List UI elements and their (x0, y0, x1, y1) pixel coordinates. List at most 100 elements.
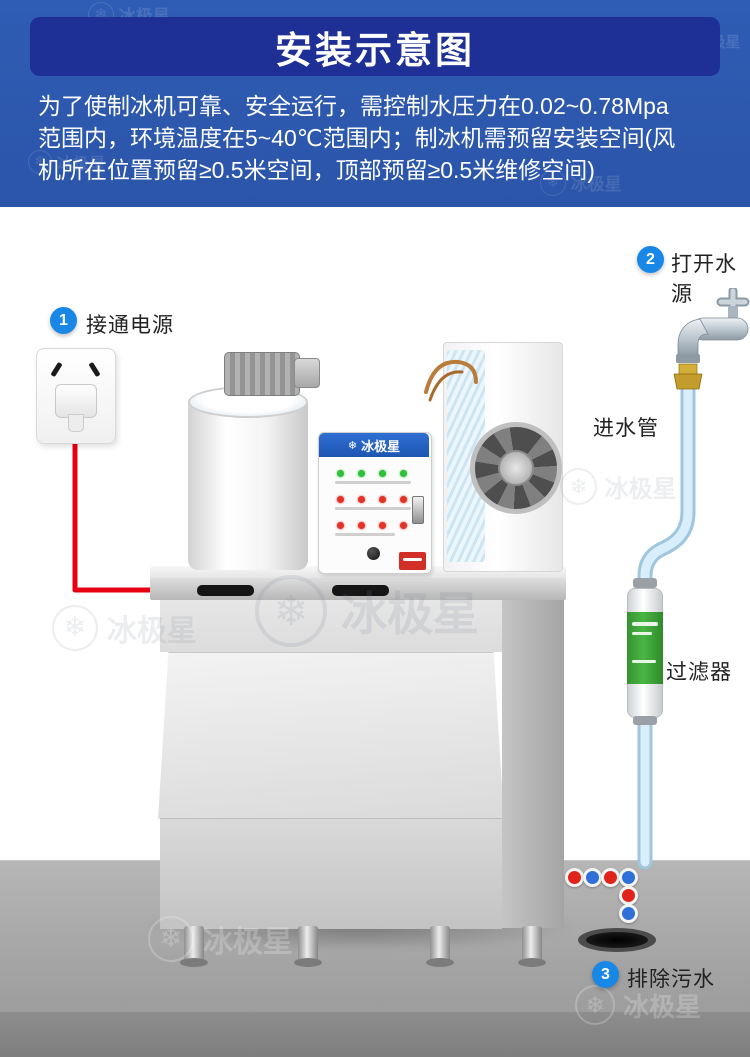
page-title: 安装示意图 (275, 29, 475, 71)
machine-leg (522, 926, 542, 962)
filter-top-cap (633, 578, 657, 588)
power-plug (55, 384, 97, 418)
machine-foot (180, 958, 208, 967)
filter-text-decor (632, 632, 652, 635)
brand-watermark: ❄ 冰极星 (52, 605, 197, 651)
brand-watermark: ❄ 冰极星 (28, 150, 106, 175)
drain-pipe-bead (619, 904, 638, 923)
snowflake-icon: ❄ (560, 468, 598, 506)
drain-hole (586, 932, 648, 948)
drain-pipe-bead (619, 868, 638, 887)
header-panel: ❄ 冰极星 ❄ 冰极星 ❄ 冰极星 ❄ 冰极星 ❄ 冰极星 安装示意图 为了使制… (0, 0, 750, 207)
panel-text-decor (335, 507, 411, 510)
control-knob (367, 547, 380, 560)
filter-text-decor (632, 660, 656, 663)
indicator-light-red (400, 496, 407, 503)
faucet-mouth (676, 354, 700, 363)
snowflake-icon: ❄ (540, 170, 566, 196)
brand-name: 冰极星 (361, 438, 401, 454)
title-banner: 安装示意图 (30, 17, 720, 76)
snowflake-icon: ❄ (347, 439, 358, 452)
indicator-light-green (337, 470, 344, 477)
indicator-light-red (337, 522, 344, 529)
watermark-text: 冰极星 (570, 175, 622, 195)
tabletop-vent-slot (197, 585, 254, 596)
snowflake-glyph: ❄ (546, 174, 560, 192)
indicator-light-red (379, 522, 386, 529)
filter-bottom-cap (633, 716, 657, 725)
watermark-text: 冰极星 (57, 156, 106, 174)
panel-text-decor (335, 533, 395, 536)
tabletop-vent-slot (332, 585, 389, 596)
copper-pipe (428, 370, 464, 402)
machine-foot (426, 958, 454, 967)
step-number: 2 (646, 250, 655, 268)
faucet-stem (728, 306, 738, 322)
step-3-label: 排除污水 (627, 968, 715, 991)
bin-chute-front (158, 652, 504, 819)
snowflake-glyph: ❄ (34, 154, 47, 171)
indicator-light-red (358, 496, 365, 503)
filter-text-decor (632, 622, 658, 626)
brand-watermark: ❄ 冰极星 (575, 985, 702, 1026)
brass-coupler (678, 363, 698, 375)
indicator-light-red (379, 496, 386, 503)
brand-watermark: ❄ 冰极星 (540, 170, 622, 196)
floor-edge (0, 1012, 750, 1057)
drain-pipe-bead (619, 886, 638, 905)
watermark-text: 冰极星 (623, 991, 702, 1022)
step-2-badge: 2 (637, 246, 664, 273)
machine-leg (430, 926, 450, 962)
watermark-text: 冰极星 (202, 925, 293, 959)
drain-pipe-bead (583, 868, 602, 887)
indicator-light-red (337, 496, 344, 503)
fan-hub (498, 450, 534, 486)
machine-foot (518, 958, 546, 967)
watermark-text: 冰极星 (106, 614, 197, 648)
intro-line: 为了使制冰机可靠、安全运行，需控制水压力在0.02~0.78Mpa (38, 93, 669, 119)
sticker-text-decor (403, 558, 422, 561)
warning-sticker (399, 552, 426, 570)
bin-side (502, 600, 564, 928)
watermark-text: 冰极星 (340, 588, 479, 641)
brand-watermark: ❄ 冰极星 (148, 916, 293, 962)
evaporator-drum (188, 402, 308, 570)
step-number: 1 (59, 311, 68, 329)
indicator-light-green (379, 470, 386, 477)
snowflake-glyph: ❄ (569, 473, 588, 499)
step-number: 3 (601, 965, 610, 983)
indicator-light-red (400, 522, 407, 529)
snowflake-glyph: ❄ (159, 923, 183, 954)
brass-nut (673, 373, 703, 390)
snowflake-glyph: ❄ (63, 612, 87, 643)
step-3-badge: 3 (592, 961, 619, 988)
power-switch (412, 496, 424, 524)
step-1-label: 接通电源 (86, 314, 174, 337)
drain-pipe-bead (565, 868, 584, 887)
bin-upper-front (160, 600, 502, 652)
indicator-light-green (400, 470, 407, 477)
intro-line: 范围内，环境温度在5~40℃范围内；制冰机需预留安装空间(风 (38, 125, 676, 151)
inlet-pipe-label: 进水管 (593, 417, 659, 440)
snowflake-icon: ❄ (52, 605, 98, 651)
snowflake-glyph: ❄ (585, 992, 605, 1019)
snowflake-icon: ❄ (28, 150, 53, 175)
snowflake-glyph: ❄ (273, 588, 309, 635)
watermark-text: 冰极星 (604, 476, 677, 504)
drain-pipe-bead (601, 868, 620, 887)
bin-lower-front (160, 818, 502, 929)
power-cable-line (72, 425, 165, 593)
indicator-light-green (358, 470, 365, 477)
copper-coil (424, 359, 478, 402)
snowflake-icon: ❄ (255, 575, 328, 648)
machine-leg (298, 926, 318, 962)
step-1-badge: 1 (50, 307, 77, 334)
step-2-label: 打开水源 (671, 253, 737, 306)
panel-text-decor (335, 481, 411, 484)
filter-label-text: 过滤器 (666, 661, 732, 684)
snowflake-icon: ❄ (575, 985, 616, 1026)
intro-paragraph: 为了使制冰机可靠、安全运行，需控制水压力在0.02~0.78Mpa 范围内，环境… (38, 90, 728, 186)
intro-line: 机所在位置预留≥0.5米空间，顶部预留≥0.5米维修空间) (38, 157, 595, 183)
